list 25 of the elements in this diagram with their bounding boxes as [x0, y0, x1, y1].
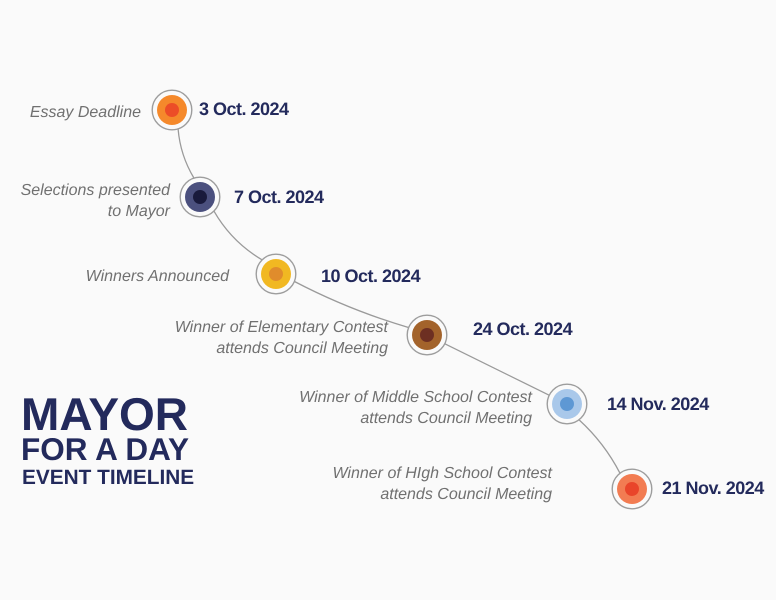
milestone-marker — [179, 176, 221, 218]
event-description: Winners Announced — [84, 266, 229, 286]
event-date: 14 Nov. 2024 — [607, 393, 709, 415]
milestone-marker — [255, 253, 297, 295]
title: MAYOR FOR A DAY — [21, 393, 190, 464]
event-description: Winner of Middle School Contest attends Council Meeting — [298, 388, 532, 429]
milestone-marker — [546, 383, 588, 425]
event-description: Winner of HIgh School Contest attends Council Meeting — [331, 464, 552, 505]
milestone-marker — [151, 89, 193, 131]
timeline-connector — [294, 280, 409, 328]
subtitle: EVENT TIMELINE — [22, 468, 194, 489]
milestone-marker — [406, 314, 448, 356]
timeline-connector — [578, 419, 620, 474]
timeline-connector — [444, 343, 550, 396]
event-date: 7 Oct. 2024 — [234, 186, 324, 208]
event-date: 3 Oct. 2024 — [199, 98, 289, 120]
timeline-connector — [213, 210, 262, 260]
event-description: Winner of Elementary Contest attends Council Meeting — [174, 318, 388, 359]
milestone-marker — [611, 468, 653, 510]
timeline-connector — [177, 128, 194, 178]
event-description: Selections presented to Mayor — [20, 181, 170, 222]
event-date: 21 Nov. 2024 — [662, 477, 764, 499]
event-date: 10 Oct. 2024 — [321, 265, 420, 287]
event-date: 24 Oct. 2024 — [473, 318, 572, 340]
event-description: Essay Deadline — [28, 102, 141, 122]
